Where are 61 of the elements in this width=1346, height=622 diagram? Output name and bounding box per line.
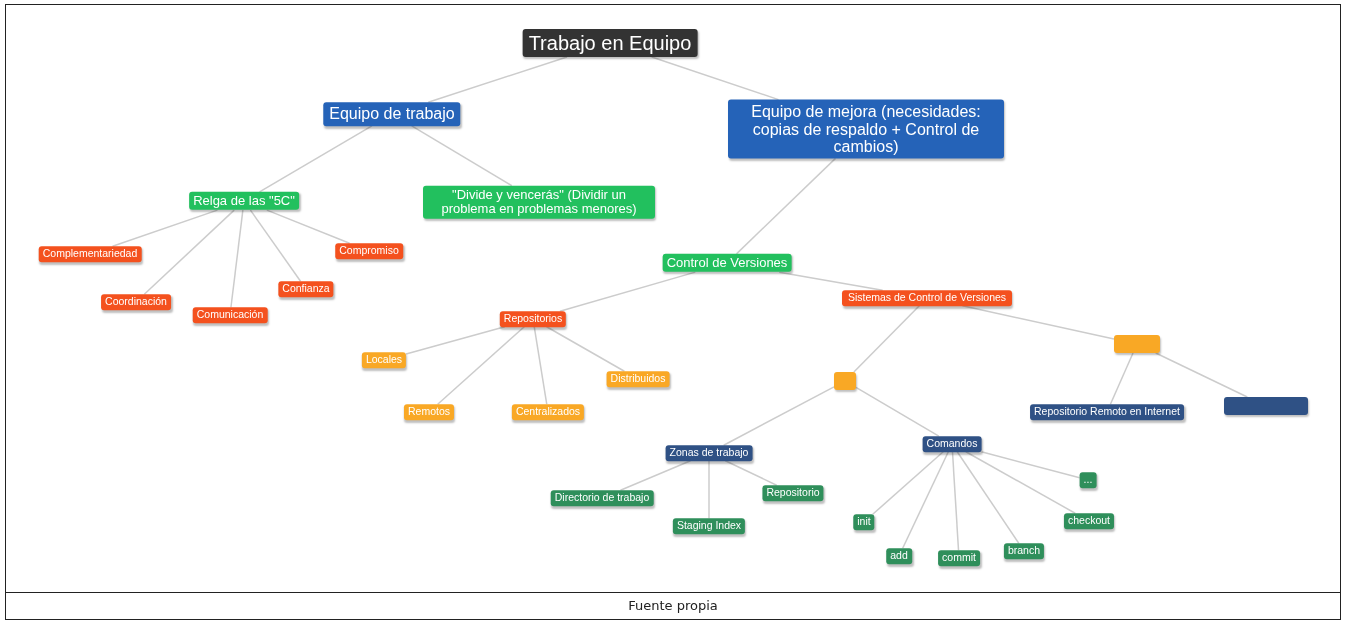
- subtopic-box: Control de Versiones: [662, 253, 792, 273]
- connector-line: [436, 326, 526, 405]
- group-box: Zonas de trabajo: [665, 445, 753, 461]
- connector-line: [951, 451, 960, 551]
- category-box: Remotos: [404, 404, 454, 420]
- connector-line: [230, 209, 244, 308]
- connector-line: [722, 386, 835, 446]
- connector-line: [901, 451, 950, 549]
- item-box: Repositorio: [762, 485, 824, 501]
- item-box: commit: [938, 550, 980, 566]
- connector-line: [1109, 352, 1134, 405]
- topic-box: Equipo de mejora (necesidades: copias de respaldo + Control de cambios): [728, 99, 1004, 159]
- connector-line: [956, 451, 1020, 544]
- caption: Fuente propia: [628, 598, 718, 613]
- group-box: Comandos: [922, 436, 982, 452]
- subtopic-box: Relga de las "5C": [189, 191, 299, 211]
- connector-line: [724, 460, 778, 486]
- item-box: ...: [1079, 472, 1097, 488]
- connector-line: [545, 326, 626, 372]
- connector-line: [980, 451, 1081, 479]
- item-box: Staging Index: [672, 518, 746, 534]
- connector-line: [559, 271, 697, 312]
- title-node: Trabajo en Equipo: [522, 29, 698, 57]
- connector-line: [111, 209, 219, 247]
- item-box: checkout: [1064, 513, 1114, 529]
- connector-line: [708, 460, 710, 519]
- connector-line: [872, 451, 944, 515]
- concept-box: Coordinación: [101, 294, 171, 310]
- connector-line: [533, 326, 548, 405]
- category-box: Centralizados: [511, 404, 585, 420]
- connector-line: [266, 209, 351, 244]
- connector-line: [143, 209, 235, 295]
- item-box: add: [886, 548, 912, 564]
- item-box: Directorio de trabajo: [550, 490, 654, 506]
- item-box: init: [853, 514, 875, 530]
- item-box: branch: [1003, 543, 1045, 559]
- concept-box: Comunicación: [192, 307, 268, 323]
- connector-line: [735, 157, 837, 255]
- concept-box: Repositorios: [499, 311, 567, 327]
- topic-box: Equipo de trabajo: [323, 102, 461, 126]
- connector-line: [965, 451, 1076, 514]
- connector-line: [650, 56, 780, 101]
- connector-line: [853, 305, 921, 373]
- concept-box: Confianza: [278, 281, 334, 297]
- connector-line: [410, 125, 513, 187]
- connector-line: [778, 271, 884, 291]
- category-box: Locales: [361, 352, 407, 368]
- connector-line: [427, 56, 568, 103]
- empty-box: [834, 372, 856, 390]
- group-box: Repositorio Remoto en Internet: [1030, 404, 1184, 420]
- concept-box: Compromiso: [335, 243, 403, 259]
- connector-line: [249, 209, 302, 282]
- connector-line: [1155, 352, 1248, 398]
- empty-box: [1114, 335, 1160, 353]
- concept-box: Complementariedad: [38, 246, 142, 262]
- empty-box: [1224, 397, 1308, 415]
- connector-line: [258, 125, 373, 193]
- connector-line: [855, 386, 940, 437]
- subtopic-box: "Divide y vencerás" (Dividir un problema en problemas menores): [423, 185, 655, 219]
- category-box: Distribuidos: [606, 371, 670, 387]
- concept-box: Sistemas de Control de Versiones: [842, 290, 1012, 306]
